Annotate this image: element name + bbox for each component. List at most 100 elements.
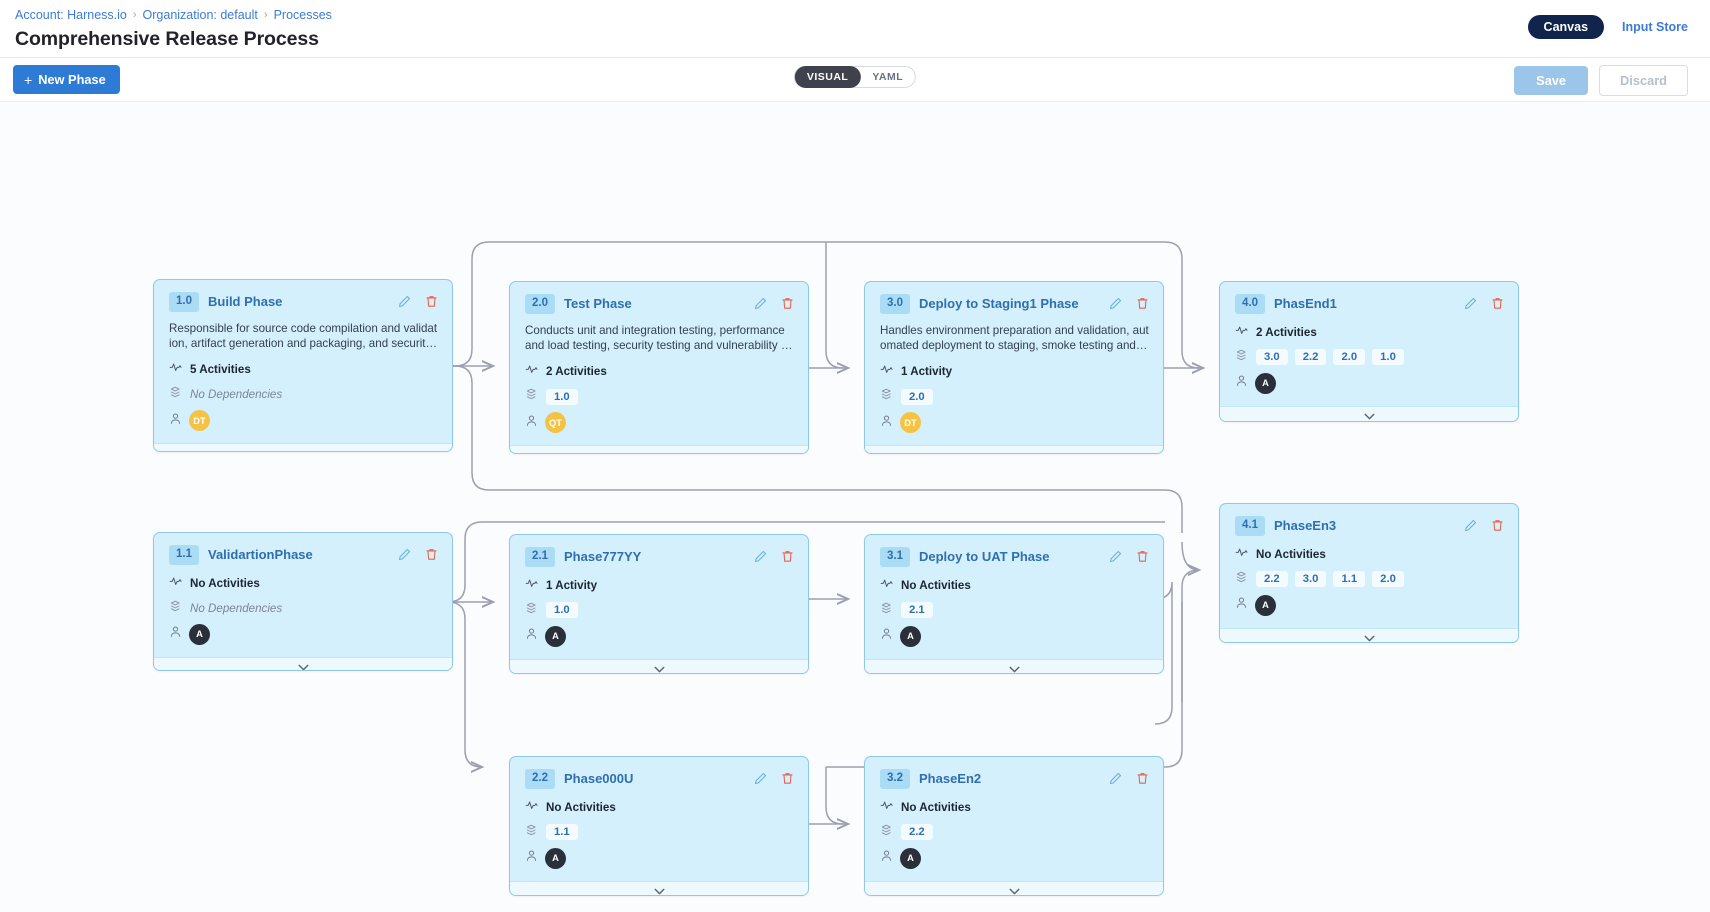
expand-card-button[interactable]: [510, 445, 808, 453]
expand-card-button[interactable]: [865, 658, 1163, 673]
expand-card-button[interactable]: [154, 443, 452, 451]
breadcrumb-account[interactable]: Account: Harness.io: [15, 8, 127, 22]
new-phase-button[interactable]: + New Phase: [13, 65, 120, 94]
dependency-badge: 2.0: [901, 388, 933, 405]
user-icon: [880, 849, 893, 867]
avatar[interactable]: A: [545, 625, 566, 647]
expand-card-button[interactable]: [510, 880, 808, 895]
dependencies-row: 2.0: [880, 387, 1149, 406]
activities-label: No Activities: [901, 800, 971, 814]
edit-icon[interactable]: [1109, 550, 1122, 563]
discard-button[interactable]: Discard: [1599, 65, 1688, 96]
phase-title: ValidartionPhase: [208, 547, 313, 563]
delete-icon[interactable]: [781, 772, 794, 785]
edit-icon[interactable]: [1109, 772, 1122, 785]
delete-icon[interactable]: [1136, 550, 1149, 563]
chevron-down-icon: [1006, 448, 1023, 453]
activities-row: 1 Activity: [880, 362, 1149, 381]
page-title: Comprehensive Release Process: [15, 28, 319, 50]
user-icon: [169, 412, 182, 430]
delete-icon[interactable]: [1136, 772, 1149, 785]
avatar[interactable]: A: [900, 847, 921, 869]
activities-row: 1 Activity: [525, 576, 794, 595]
phase-title: PhaseEn3: [1274, 518, 1337, 534]
delete-icon[interactable]: [781, 550, 794, 563]
delete-icon[interactable]: [425, 548, 438, 561]
phase-card-actions: [1109, 772, 1149, 785]
user-icon: [1235, 596, 1248, 614]
no-dependencies-label: No Dependencies: [190, 601, 283, 615]
activities-row: 5 Activities: [169, 360, 438, 379]
user-icon: [525, 627, 538, 645]
phase-card-actions: [754, 772, 794, 785]
phase-title: Deploy to UAT Phase: [919, 549, 1050, 565]
dependency-badge: 1.0: [546, 388, 578, 405]
avatar[interactable]: DT: [189, 410, 210, 432]
expand-card-button[interactable]: [1220, 405, 1518, 421]
expand-card-button[interactable]: [510, 658, 808, 673]
avatar[interactable]: DT: [900, 412, 921, 434]
phase-index-badge: 3.0: [880, 294, 910, 314]
avatar[interactable]: A: [900, 625, 921, 647]
delete-icon[interactable]: [781, 297, 794, 310]
edit-icon[interactable]: [1464, 519, 1477, 532]
edit-icon[interactable]: [398, 548, 411, 561]
avatar[interactable]: A: [189, 623, 210, 645]
avatar[interactable]: A: [1255, 594, 1276, 616]
breadcrumb: Account: Harness.io › Organization: defa…: [15, 8, 1688, 22]
delete-icon[interactable]: [1491, 297, 1504, 310]
dependencies-row: 1.0: [525, 387, 794, 406]
tab-yaml[interactable]: YAML: [872, 71, 904, 83]
chevron-down-icon: [651, 448, 668, 453]
owner-row: DT: [169, 410, 438, 432]
activities-label: 2 Activities: [546, 365, 607, 379]
canvas-tab[interactable]: Canvas: [1527, 15, 1605, 39]
phase-index-badge: 2.1: [525, 547, 555, 567]
tab-visual[interactable]: VISUAL: [794, 66, 861, 88]
new-phase-label: New Phase: [38, 72, 106, 87]
avatar[interactable]: QT: [545, 412, 566, 434]
delete-icon[interactable]: [1491, 519, 1504, 532]
edit-icon[interactable]: [754, 550, 767, 563]
breadcrumb-processes[interactable]: Processes: [273, 8, 332, 22]
expand-card-button[interactable]: [865, 880, 1163, 895]
expand-card-button[interactable]: [154, 656, 452, 670]
view-mode-toggle[interactable]: VISUAL YAML: [793, 66, 917, 88]
avatar[interactable]: A: [1255, 372, 1276, 394]
phase-title: Test Phase: [564, 296, 632, 312]
edit-icon[interactable]: [1464, 297, 1477, 310]
top-header: Account: Harness.io › Organization: defa…: [0, 0, 1710, 58]
activities-label: 5 Activities: [190, 363, 251, 377]
edit-icon[interactable]: [1109, 297, 1122, 310]
edit-icon[interactable]: [754, 772, 767, 785]
dependency-badge: 2.2: [1256, 571, 1288, 588]
edit-icon[interactable]: [398, 295, 411, 308]
avatar[interactable]: A: [545, 847, 566, 869]
expand-card-button[interactable]: [865, 445, 1163, 453]
delete-icon[interactable]: [1136, 297, 1149, 310]
phase-card-actions: [398, 295, 438, 308]
phase-index-badge: 4.0: [1235, 294, 1265, 314]
breadcrumb-organization[interactable]: Organization: default: [142, 8, 258, 22]
delete-icon[interactable]: [425, 295, 438, 308]
input-store-tab[interactable]: Input Store: [1622, 20, 1688, 34]
user-icon: [169, 625, 182, 643]
edit-icon[interactable]: [754, 297, 767, 310]
dependency-badge: 1.1: [1333, 571, 1366, 588]
expand-card-button[interactable]: [1220, 627, 1518, 642]
save-button[interactable]: Save: [1514, 66, 1589, 95]
